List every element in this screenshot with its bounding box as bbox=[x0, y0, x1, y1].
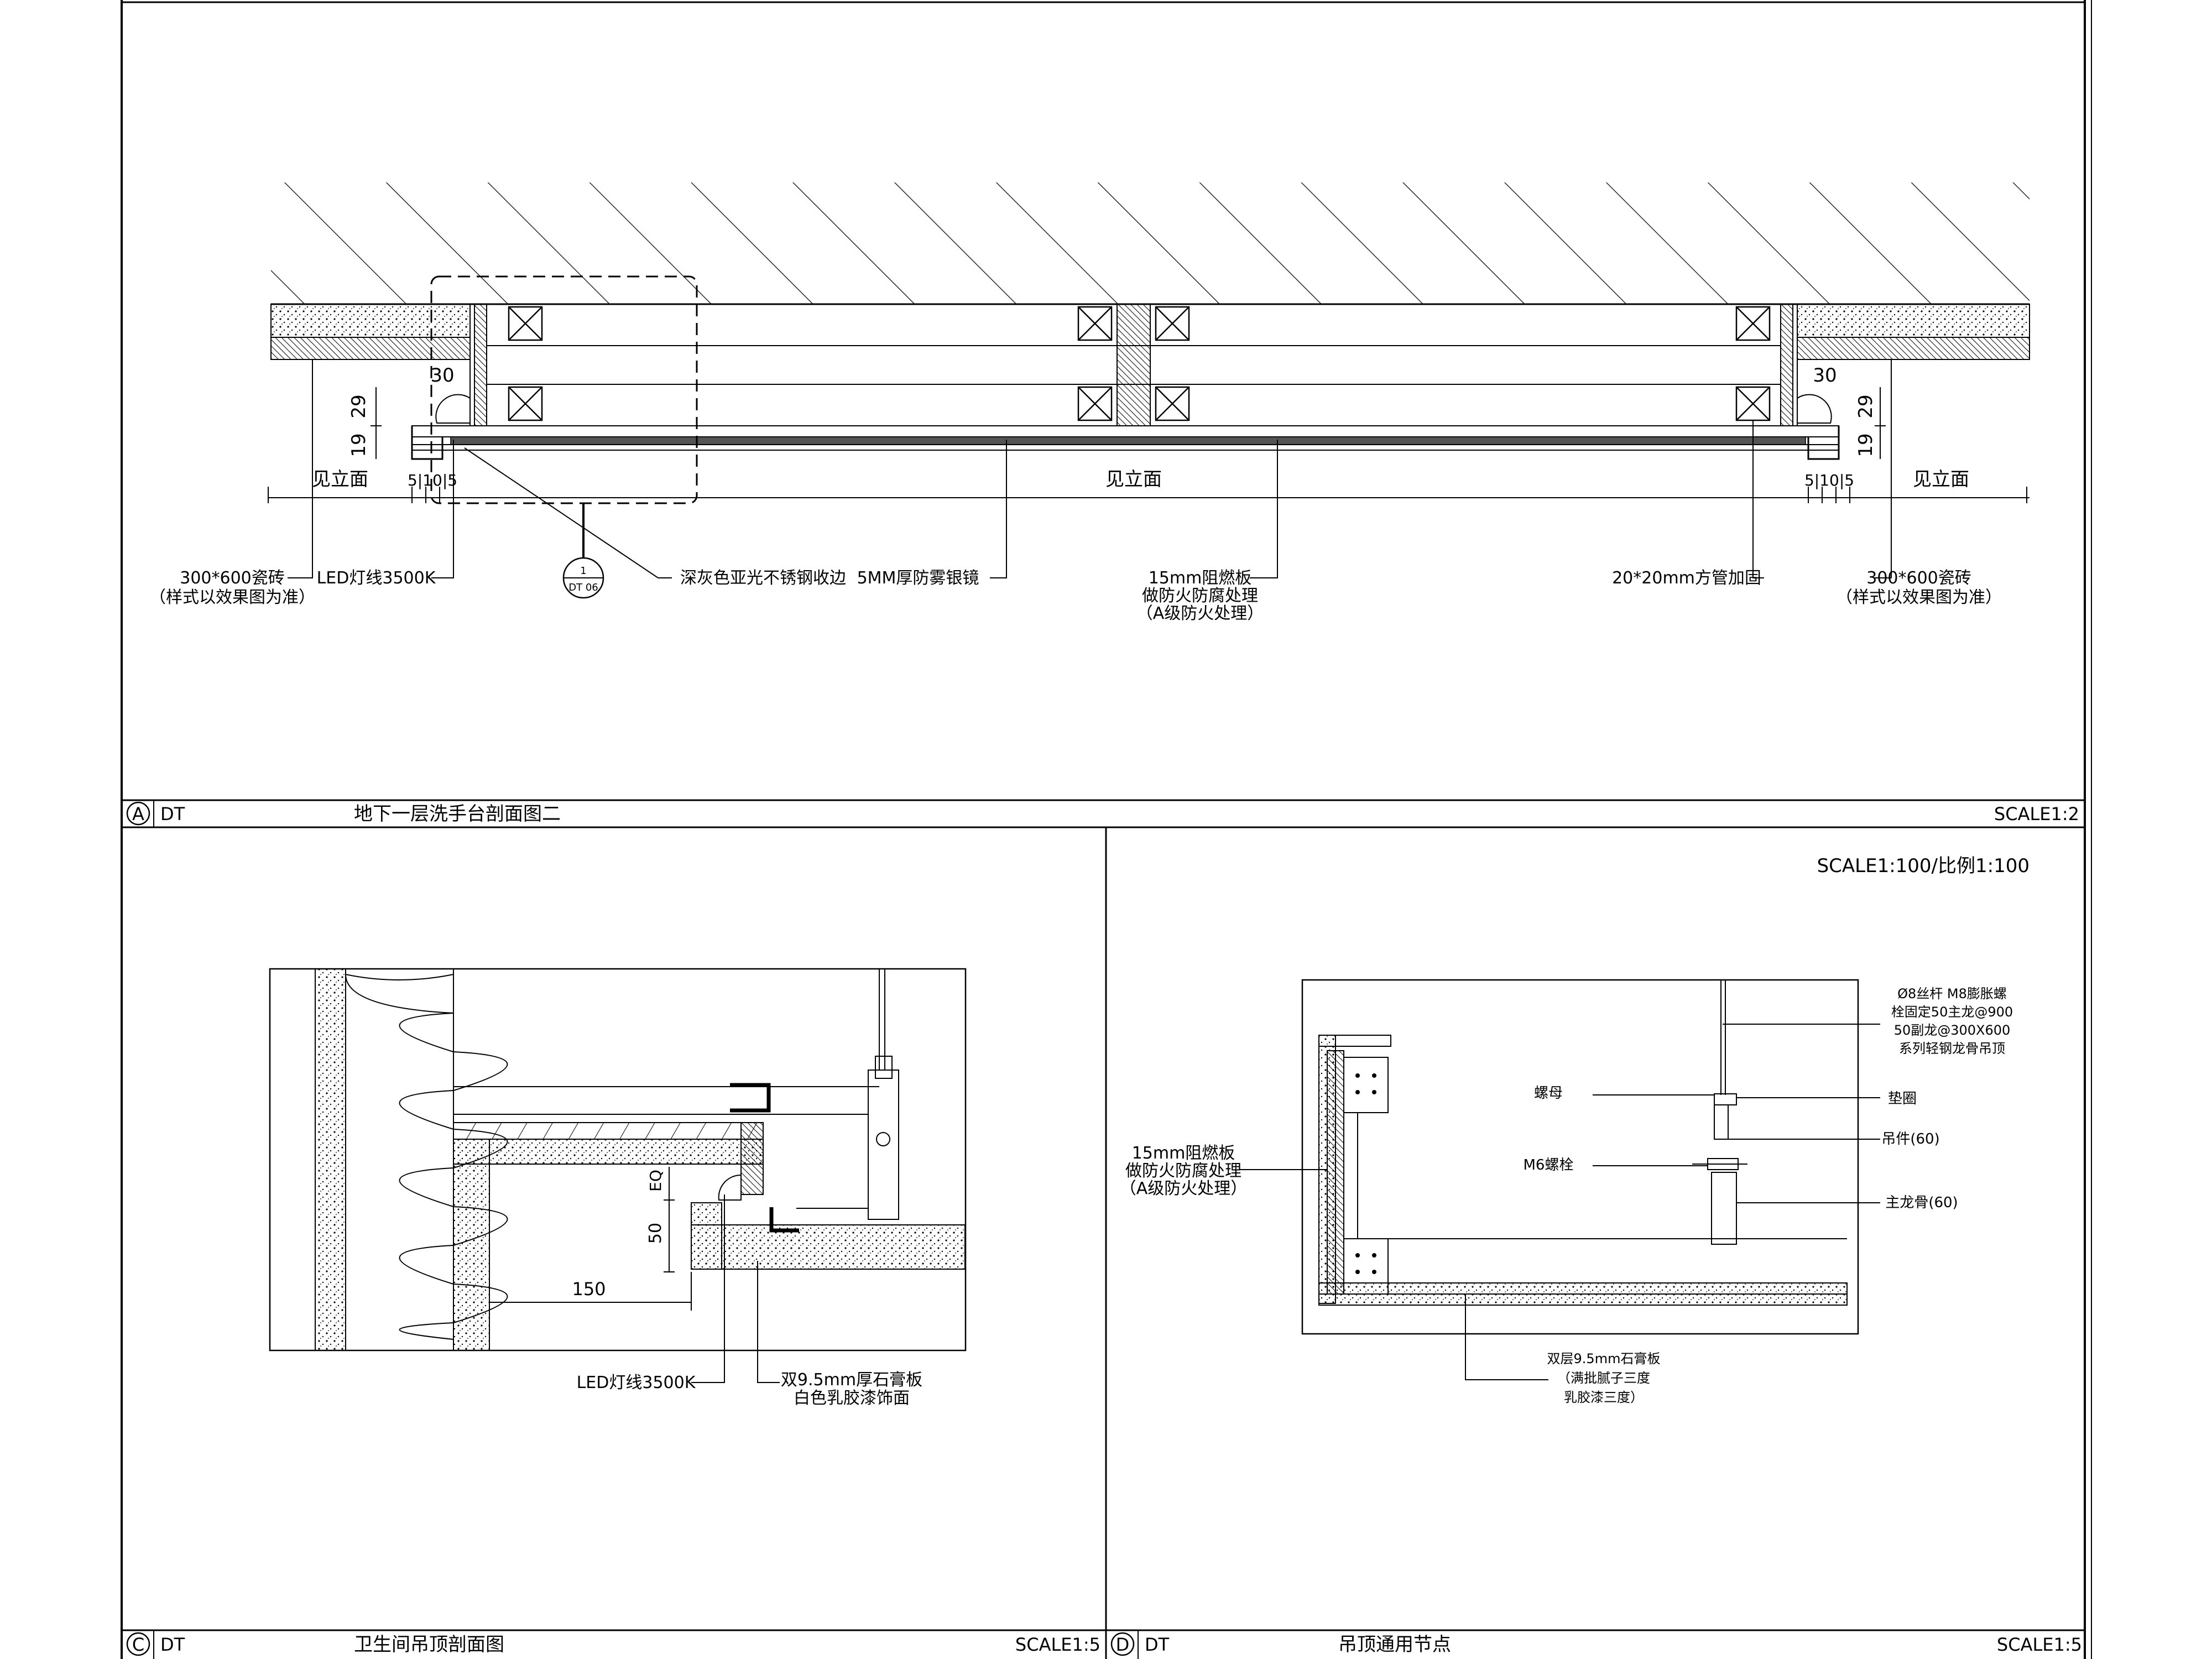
c-channel-upper bbox=[730, 1083, 771, 1113]
dim-19-right: 19 bbox=[1855, 433, 1877, 457]
label-steel-edge: 深灰色亚光不锈钢收边 bbox=[680, 568, 846, 588]
label-tube: 20*20mm方管加固 bbox=[1612, 568, 1761, 588]
label-tile-left-2: （样式以效果图为准） bbox=[149, 588, 315, 607]
label-gyp-d-2: （满批腻子三度 bbox=[1557, 1370, 1650, 1386]
detail-callout-box bbox=[430, 275, 698, 504]
tile-layer-right bbox=[1797, 304, 2030, 338]
label-gyp-d-1: 双层9.5mm石膏板 bbox=[1547, 1351, 1661, 1366]
label-tile-left-1: 300*600瓷砖 bbox=[180, 568, 285, 588]
label-rod-4: 系列轻钢龙骨吊顶 bbox=[1899, 1041, 2005, 1056]
label-gypsum-c-1: 双9.5mm厚石膏板 bbox=[781, 1370, 922, 1390]
led-cove-left bbox=[435, 394, 471, 424]
label-bolt: M6螺栓 bbox=[1524, 1157, 1574, 1173]
drop-wall bbox=[453, 1139, 490, 1351]
detail-tag-num: 1 bbox=[580, 565, 586, 577]
panel-c-code: DT bbox=[160, 1634, 185, 1655]
dim-30-left: 30 bbox=[430, 364, 454, 387]
dim-50: 50 bbox=[646, 1223, 665, 1244]
soffit-upstand bbox=[691, 1202, 722, 1270]
led-cove-right bbox=[1797, 394, 1832, 424]
panel-a-letter: A bbox=[132, 804, 144, 825]
label-board-a-2: 做防火防腐处理 bbox=[1142, 586, 1258, 606]
dim-51-right: 5|10|5 bbox=[1804, 471, 1854, 489]
label-rod-1: Ø8丝杆 M8膨胀螺 bbox=[1897, 986, 2007, 1001]
flame-board-d bbox=[1327, 1050, 1344, 1295]
panel-a: 1 DT 06 30 30 29 19 29 19 见立面 见立面 见立面 bbox=[126, 182, 2079, 827]
dim-see-elev-mid: 见立面 bbox=[1105, 468, 1162, 491]
label-hanger: 吊件(60) bbox=[1881, 1131, 1939, 1147]
panel-a-title: 地下一层洗手台剖面图二 bbox=[354, 803, 561, 825]
detail-tag-sheet: DT 06 bbox=[568, 582, 598, 593]
dim-30-right: 30 bbox=[1813, 364, 1837, 387]
leaders-c bbox=[691, 1194, 780, 1383]
panel-c-badge bbox=[126, 1632, 150, 1656]
wall-plaster bbox=[315, 968, 346, 1351]
panel-d-scale: SCALE1:5 bbox=[1997, 1634, 2082, 1655]
panel-a-badge bbox=[126, 801, 150, 826]
side-board-right bbox=[1780, 304, 1793, 426]
concrete-slab bbox=[271, 182, 2030, 304]
screw-dots bbox=[1355, 1073, 1376, 1274]
dim-29-right: 29 bbox=[1855, 394, 1877, 418]
side-board-left bbox=[474, 304, 487, 426]
dim-19-left: 19 bbox=[348, 433, 370, 457]
label-washer: 垫圈 bbox=[1888, 1091, 1917, 1107]
label-tile-right-1: 300*600瓷砖 bbox=[1866, 568, 1971, 588]
tile-layer-left-base bbox=[270, 337, 471, 360]
panel-d-code: DT bbox=[1145, 1634, 1170, 1655]
dim-51-left: 5|10|5 bbox=[408, 471, 457, 489]
dim-see-elev-right: 见立面 bbox=[1913, 468, 1969, 491]
panel-a-scale: SCALE1:2 bbox=[1994, 804, 2079, 825]
mid-board bbox=[1117, 304, 1151, 426]
tile-layer-right-base bbox=[1797, 337, 2030, 360]
dim-eq: EQ bbox=[646, 1170, 665, 1192]
label-gyp-d-3: 乳胶漆三度） bbox=[1564, 1390, 1644, 1405]
label-board-a-3: （A级防火处理） bbox=[1136, 604, 1264, 623]
panel-d: SCALE1:100/比例1:100 bbox=[1110, 855, 2082, 1659]
led-cove-c bbox=[718, 1174, 742, 1201]
label-led-c: LED灯线3500K bbox=[577, 1373, 696, 1392]
label-led-a: LED灯线3500K bbox=[317, 568, 436, 588]
label-board-d-1: 15mm阻燃板 bbox=[1132, 1144, 1235, 1163]
panel-c-title: 卫生间吊顶剖面图 bbox=[354, 1634, 504, 1656]
sheet-frame bbox=[121, 0, 2092, 1659]
dimensions-c bbox=[489, 1167, 692, 1311]
panel-d-top-scale: SCALE1:100/比例1:100 bbox=[1817, 855, 2030, 877]
dimensions-a bbox=[268, 387, 2030, 503]
label-mirror: 5MM厚防雾银镜 bbox=[857, 568, 979, 588]
panel-c: EQ 50 150 LED灯线3500K 双9.5mm厚石膏板 白色乳胶漆饰面 … bbox=[126, 968, 1100, 1659]
ceiling-battens bbox=[453, 1122, 764, 1140]
label-board-d-2: 做防火防腐处理 bbox=[1125, 1161, 1241, 1181]
label-nut: 螺母 bbox=[1534, 1085, 1563, 1102]
leaders-d bbox=[1239, 1024, 1880, 1380]
panel-d-letter: D bbox=[1116, 1634, 1130, 1655]
label-board-d-3: （A级防火处理） bbox=[1120, 1179, 1248, 1198]
ceiling-gypsum bbox=[453, 1139, 764, 1165]
panel-c-letter: C bbox=[132, 1634, 144, 1655]
mirror-layer bbox=[450, 436, 1806, 445]
tile-layer-left bbox=[270, 304, 471, 338]
dim-150: 150 bbox=[572, 1279, 606, 1300]
c-channel-lower bbox=[769, 1207, 799, 1233]
panel-c-scale: SCALE1:5 bbox=[1015, 1634, 1100, 1655]
label-tile-right-2: （样式以效果图为准） bbox=[1836, 588, 2002, 607]
panel-d-title: 吊顶通用节点 bbox=[1338, 1634, 1451, 1656]
soffit-gypsum bbox=[691, 1224, 966, 1270]
panel-a-code: DT bbox=[160, 804, 185, 825]
dim-29-left: 29 bbox=[348, 394, 370, 418]
drop-board-right bbox=[740, 1122, 764, 1195]
label-main-keel: 主龙骨(60) bbox=[1885, 1194, 1958, 1211]
label-board-a-1: 15mm阻燃板 bbox=[1149, 568, 1252, 588]
label-gypsum-c-2: 白色乳胶漆饰面 bbox=[794, 1389, 910, 1408]
leaders-a bbox=[288, 359, 1892, 578]
label-rod-3: 50副龙@300X600 bbox=[1894, 1022, 2011, 1038]
panel-d-badge bbox=[1110, 1632, 1135, 1656]
label-rod-2: 栓固定50主龙@900 bbox=[1891, 1004, 2013, 1020]
dim-see-elev-left: 见立面 bbox=[312, 468, 368, 491]
